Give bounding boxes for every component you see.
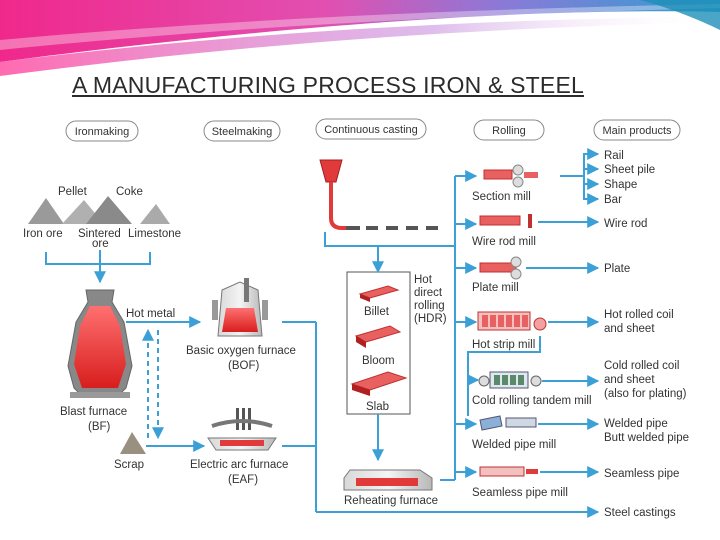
arrow-rail <box>560 148 600 177</box>
product-hot-rolled-1: Hot rolled coil <box>604 309 674 321</box>
raw-materials: Pellet Coke Iron ore Sintered ore Limest… <box>23 186 181 250</box>
billet-shape <box>358 285 400 299</box>
product-hot-rolled-2: and sheet <box>604 323 655 335</box>
label-hdr-3: rolling <box>414 300 445 312</box>
label-bloom: Bloom <box>362 355 395 367</box>
label-welded-pipe-mill: Welded pipe mill <box>472 439 556 451</box>
label-hdr-4: (HDR) <box>414 313 447 325</box>
seamless-pipe-mill-icon <box>479 466 538 477</box>
label-hdr-1: Hot <box>414 274 433 286</box>
header-pill-casting <box>315 118 427 140</box>
product-cold-rolled-1: Cold rolled coil <box>604 360 679 372</box>
eaf-furnace <box>207 408 277 451</box>
label-reheating-furnace: Reheating furnace <box>344 495 438 507</box>
product-cold-rolled-2: and sheet <box>604 374 655 386</box>
arrow-bar <box>583 184 600 205</box>
label-section-mill: Section mill <box>472 191 531 203</box>
label-billet: Billet <box>364 306 390 318</box>
product-plate: Plate <box>604 263 630 275</box>
iron-ore-pile <box>28 198 64 224</box>
bof-converter <box>212 278 268 337</box>
stage-headers: Ironmaking Steelmaking Continuous castin… <box>65 118 681 142</box>
header-pill-steelmaking <box>203 120 281 142</box>
header-ironmaking: Ironmaking <box>75 126 129 138</box>
label-iron-ore: Iron ore <box>23 228 63 240</box>
product-seamless-pipe: Seamless pipe <box>604 468 679 480</box>
header-pill-products <box>593 119 681 141</box>
billet-side <box>360 294 370 302</box>
label-wire-rod-mill: Wire rod mill <box>472 236 536 248</box>
label-hot-strip-mill: Hot strip mill <box>472 339 535 351</box>
product-welded-pipe: Welded pipe <box>604 418 668 430</box>
label-seamless-pipe-mill: Seamless pipe mill <box>472 487 568 499</box>
header-pill-rolling <box>473 119 545 141</box>
label-eaf: Electric arc furnace <box>190 459 288 471</box>
product-shape: Shape <box>604 179 637 191</box>
product-cold-rolled-3: (also for plating) <box>604 388 687 400</box>
header-main-products: Main products <box>602 125 672 137</box>
label-sintered: Sintered <box>78 228 121 240</box>
header-rolling: Rolling <box>492 125 526 137</box>
product-butt-welded-pipe: Butt welded pipe <box>604 432 689 444</box>
reheating-furnace <box>343 469 433 491</box>
coke-pile <box>86 196 132 224</box>
limestone-pile <box>140 204 170 224</box>
page-title: A MANUFACTURING PROCESS IRON & STEEL <box>72 72 585 98</box>
label-plate-mill: Plate mill <box>472 282 519 294</box>
flow-caster-out <box>324 232 455 247</box>
branch-cold-loop <box>467 336 541 386</box>
hot-strip-mill-icon <box>477 311 547 331</box>
plate-mill-icon <box>479 256 522 280</box>
label-hot-metal: Hot metal <box>126 308 175 320</box>
section-mill-icon <box>483 164 538 188</box>
product-wire-rod: Wire rod <box>604 218 647 230</box>
continuous-caster <box>319 159 438 230</box>
label-blast-furnace: Blast furnace <box>60 406 127 418</box>
header-pill-ironmaking <box>65 120 139 142</box>
product-sheet-pile: Sheet pile <box>604 164 655 176</box>
label-eaf-abbr: (EAF) <box>228 474 258 486</box>
label-sintered-ore: ore <box>92 238 109 250</box>
product-bar: Bar <box>604 194 622 206</box>
label-bof-abbr: (BOF) <box>228 360 259 372</box>
header-banner <box>0 0 720 76</box>
bloom-side <box>356 336 366 348</box>
label-hdr-2: direct <box>414 287 443 299</box>
label-bof: Basic oxygen furnace <box>186 345 296 357</box>
cold-rolling-mill-icon <box>478 371 542 389</box>
product-rail: Rail <box>604 150 624 162</box>
raw-flow-bar <box>45 252 151 265</box>
arrow-shape <box>583 176 600 190</box>
header-steelmaking: Steelmaking <box>212 126 273 138</box>
blast-furnace <box>67 289 133 398</box>
label-cold-rolling-mill: Cold rolling tandem mill <box>472 395 592 407</box>
label-bf: (BF) <box>88 421 111 433</box>
label-scrap: Scrap <box>114 459 144 471</box>
product-steel-castings: Steel castings <box>604 507 676 519</box>
label-slab: Slab <box>366 401 389 413</box>
header-continuous-casting: Continuous casting <box>324 124 418 136</box>
label-coke: Coke <box>116 186 143 198</box>
label-limestone: Limestone <box>128 228 181 240</box>
label-pellet: Pellet <box>58 186 88 198</box>
slab-side <box>352 384 370 396</box>
welded-pipe-mill-icon <box>479 415 537 431</box>
scrap-pile <box>120 432 146 454</box>
wire-rod-mill-icon <box>479 214 532 228</box>
